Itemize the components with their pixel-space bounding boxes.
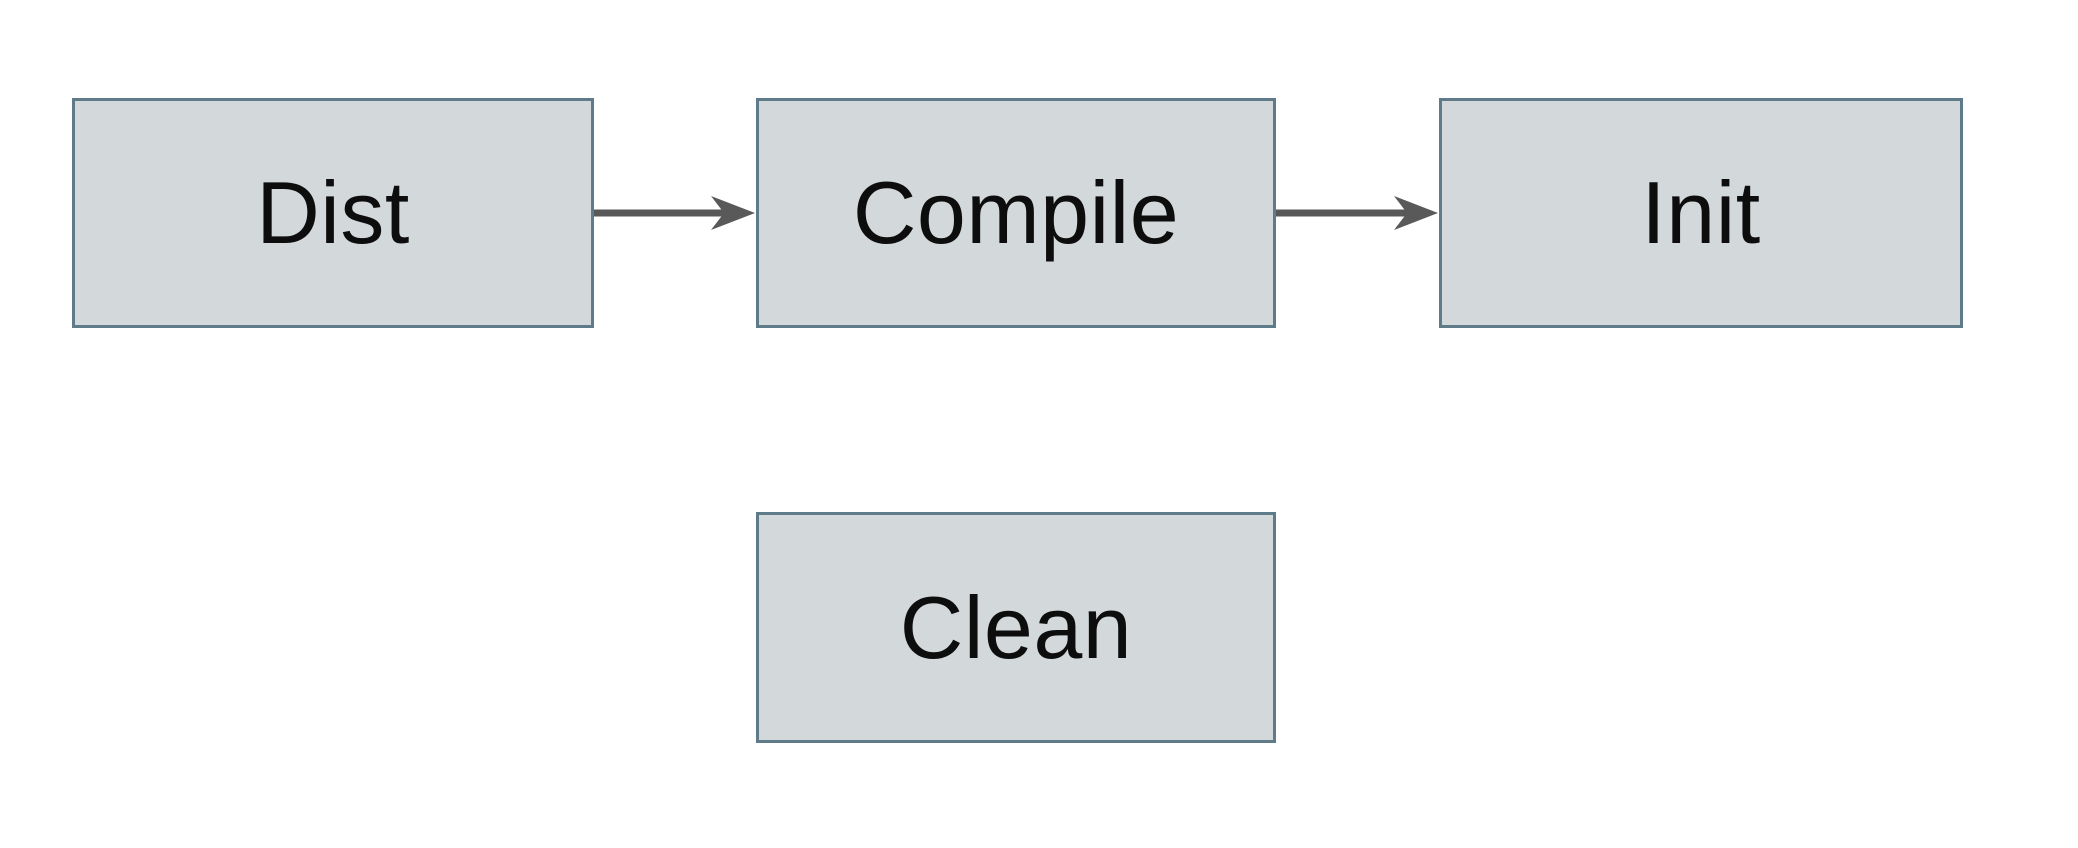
arrowhead-icon — [711, 196, 755, 230]
node-label-dist: Dist — [256, 163, 410, 262]
flow-arrow-dist-to-compile — [594, 196, 755, 230]
flow-node-init: Init — [1439, 98, 1963, 328]
node-label-init: Init — [1641, 163, 1761, 262]
flow-node-compile: Compile — [756, 98, 1276, 328]
node-label-compile: Compile — [852, 163, 1180, 262]
arrowhead-icon — [1394, 196, 1438, 230]
flow-arrow-compile-to-init — [1276, 196, 1438, 230]
flow-node-dist: Dist — [72, 98, 594, 328]
flow-node-clean: Clean — [756, 512, 1276, 743]
node-label-clean: Clean — [899, 577, 1133, 677]
